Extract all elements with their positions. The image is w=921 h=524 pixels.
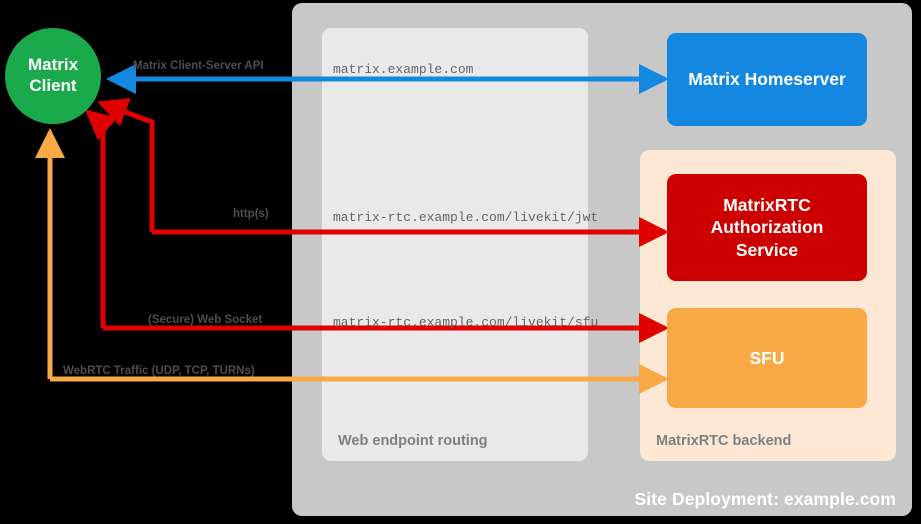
arrow-webrtc-traffic — [35, 127, 670, 394]
node-matrix-homeserver[interactable]: Matrix Homeserver — [667, 33, 867, 126]
matrix-homeserver-label: Matrix Homeserver — [688, 69, 846, 89]
node-sfu[interactable]: SFU — [667, 308, 867, 408]
label-secure-web-socket: (Secure) Web Socket — [148, 314, 263, 326]
site-deployment-label: Site Deployment: example.com — [634, 489, 896, 509]
endpoint-url-livekit-jwt: matrix-rtc.example.com/livekit/jwt — [333, 210, 599, 225]
label-https: http(s) — [233, 208, 269, 220]
label-matrix-client-server-api: Matrix Client-Server API — [133, 60, 264, 72]
web-endpoint-routing-container: Web endpoint routing — [322, 28, 588, 461]
label-webrtc-traffic: WebRTC Traffic (UDP, TCP, TURNs) — [63, 365, 255, 377]
endpoint-url-livekit-sfu: matrix-rtc.example.com/livekit/sfu — [333, 315, 599, 330]
arrow-https-jwt — [97, 98, 670, 247]
node-matrix-client[interactable]: Matrix Client — [5, 28, 101, 124]
web-endpoint-routing-label: Web endpoint routing — [338, 433, 488, 449]
auth-service-label: MatrixRTC Authorization Service — [710, 194, 824, 260]
endpoint-url-matrix: matrix.example.com — [333, 62, 474, 77]
node-matrixrtc-authorization-service[interactable]: MatrixRTC Authorization Service — [667, 174, 867, 281]
matrix-client-label: Matrix Client — [27, 55, 79, 95]
arrow-secure-websocket-sfu — [84, 109, 670, 343]
matrixrtc-backend-label: MatrixRTC backend — [656, 433, 792, 449]
sfu-label: SFU — [749, 347, 785, 368]
